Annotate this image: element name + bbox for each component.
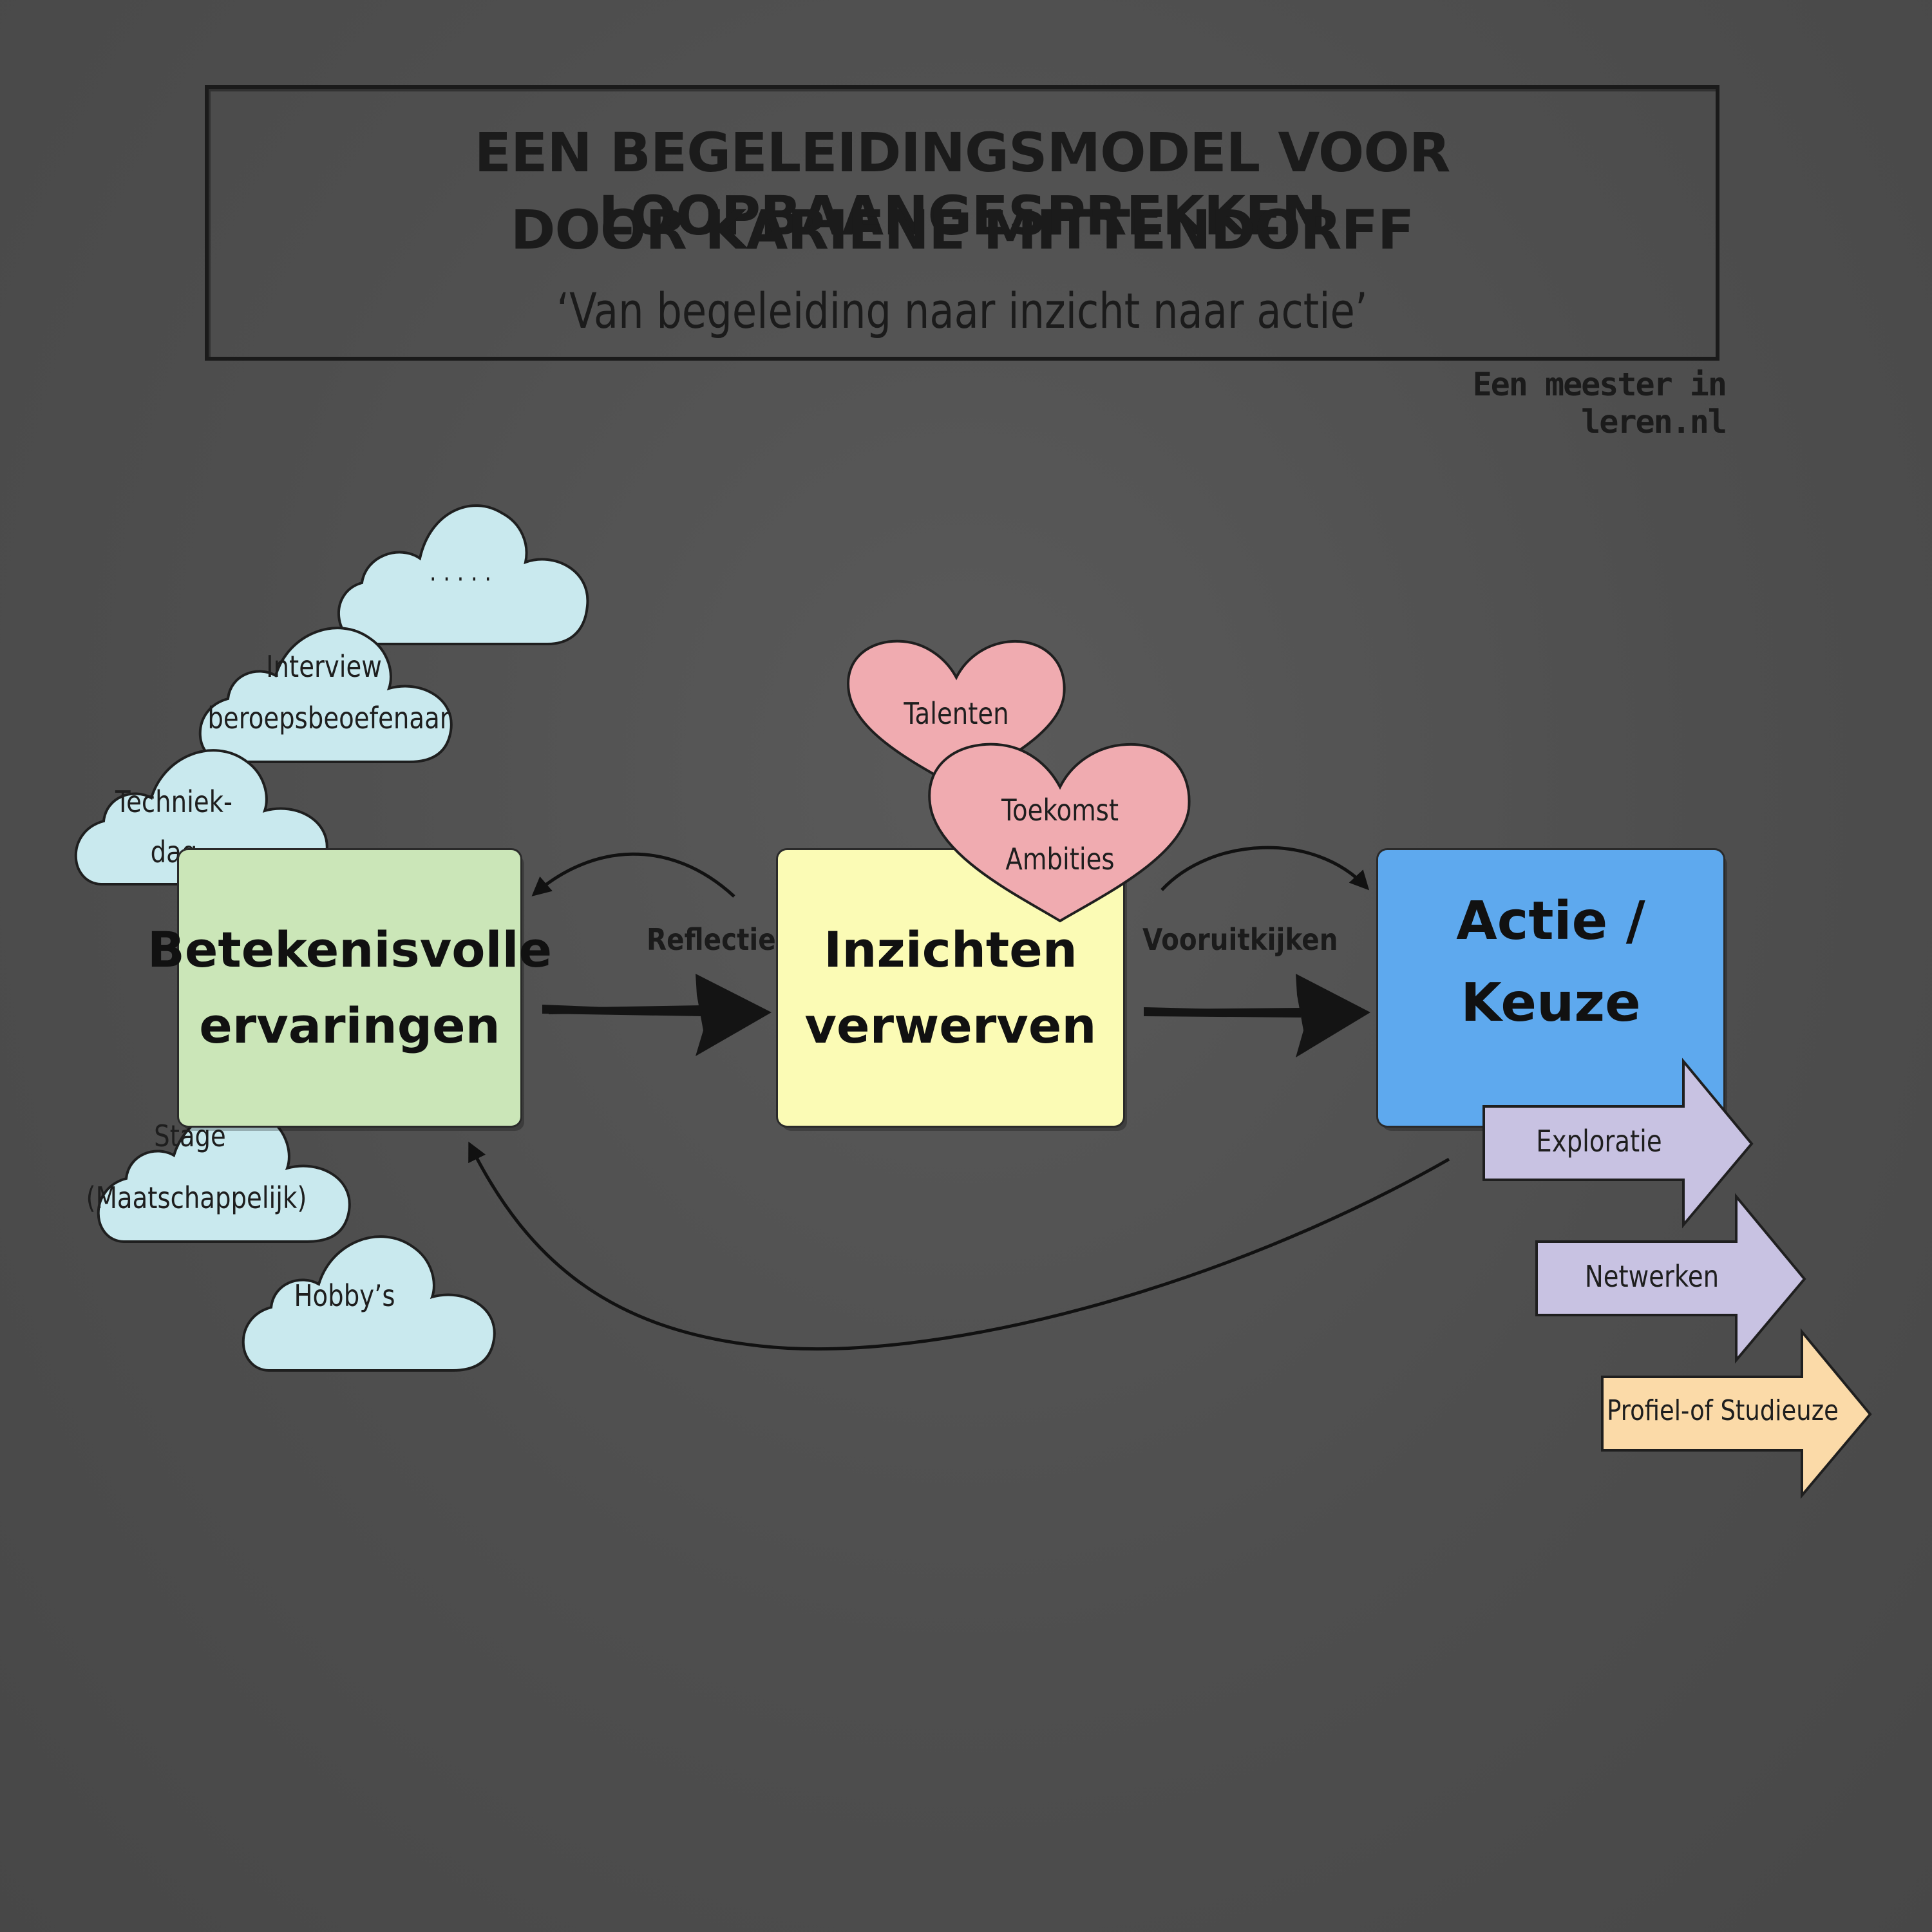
heart-toekomst-line1: Toekomst — [1001, 793, 1119, 828]
heart-toekomst-line2: Ambities — [1005, 842, 1115, 876]
bold-arrow-1 — [542, 974, 772, 1056]
cloud-hobbys: Hobby’s — [229, 1211, 506, 1378]
box-experiences-line1: Betekenisvolle — [147, 921, 553, 979]
title-line-1: EEN BEGELEIDINGSMODEL VOOR LOOPBAANGESPR… — [474, 121, 1451, 247]
arrow-profiel: Profiel-of Studieuze — [1598, 1327, 1875, 1501]
cloud-interview-line1: Interview — [266, 649, 382, 684]
title-line-2: DOOR KARIENE MITTENDORFF — [510, 198, 1414, 261]
cloud-techniek-line1: Techniek- — [115, 784, 232, 819]
heart-toekomst: Toekomst Ambities — [925, 739, 1195, 926]
feedback-curve — [468, 1141, 1450, 1350]
box-insights-line1: Inzichten — [824, 921, 1077, 979]
label-reflectie: Reflectie — [647, 922, 776, 957]
curve-arrow-reflectie — [531, 852, 735, 898]
box-meaningful-experiences: Betekenisvolle ervaringen — [147, 850, 552, 1126]
arrow-profiel-text: Profiel-of Studieuze — [1607, 1394, 1839, 1427]
arrow-exploratie-text: Exploratie — [1536, 1124, 1662, 1159]
subtitle: ‘Van begeleiding naar inzicht naar actie… — [556, 282, 1368, 339]
cloud-interview: Interview beroepsbeoefenaar — [185, 602, 462, 770]
credit-text: Een meester in leren.nl — [1472, 366, 1727, 440]
cloud-stage-line2: (Maatschappelijk) — [86, 1180, 307, 1215]
box-action-label: Actie / Keuze — [1456, 890, 1645, 1034]
arrow-netwerken: Netwerken — [1533, 1191, 1810, 1365]
curve-arrow-vooruit — [1160, 846, 1370, 891]
label-vooruitkijken: Vooruitkijken — [1142, 922, 1338, 957]
cloud-dots-text: · · · · · — [429, 565, 492, 594]
cloud-interview-line2: beroepsbeoefenaar — [207, 701, 450, 735]
heart-talenten-text: Talenten — [904, 696, 1009, 731]
arrow-netwerken-text: Netwerken — [1584, 1259, 1719, 1294]
bold-arrow-2 — [1144, 974, 1370, 1057]
title-frame: EEN BEGELEIDINGSMODEL VOOR LOOPBAANGESPR… — [205, 85, 1719, 361]
cloud-hobbys-text: Hobby’s — [294, 1278, 395, 1313]
cloud-dots: · · · · · — [322, 480, 599, 654]
box-experiences-line2: ervaringen — [199, 997, 500, 1054]
box-action-choice: Actie / Keuze — [1378, 850, 1723, 1126]
arrow-exploratie: Exploratie — [1480, 1056, 1757, 1230]
box-insights-line2: verwerven — [804, 997, 1097, 1054]
